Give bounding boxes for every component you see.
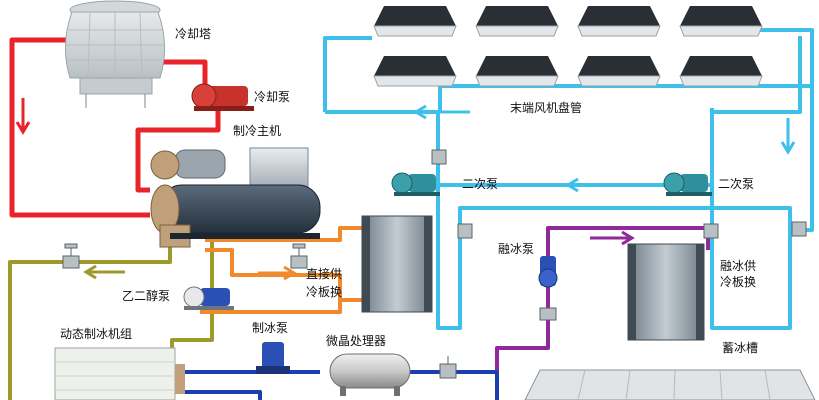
chiller-main-unit bbox=[150, 147, 321, 248]
ice-making-loop bbox=[180, 370, 499, 400]
flow-arrows bbox=[15, 98, 796, 281]
ice-making-unit bbox=[54, 347, 185, 400]
glycol-pump bbox=[183, 286, 234, 310]
flow-arrow-icon bbox=[15, 98, 31, 135]
label-secondary-pump-right: 二次泵 bbox=[718, 177, 754, 191]
label-terminal-fan-coil: 末端风机盘管 bbox=[510, 100, 582, 115]
gate-valve-icon bbox=[457, 223, 473, 239]
label-glycol-pump: 乙二醇泵 bbox=[122, 288, 170, 303]
ceiling-cassette-icon bbox=[679, 56, 763, 87]
ice-making-pump bbox=[256, 342, 290, 374]
ceiling-cassette-icon bbox=[475, 56, 559, 87]
cooling-tower bbox=[64, 0, 166, 108]
label-ice-storage-tank: 蓄冰槽 bbox=[722, 341, 758, 355]
ice-loop-pipe-b bbox=[410, 370, 499, 400]
label-melt-ice-pump: 融冰泵 bbox=[498, 242, 534, 256]
ceiling-cassette-icon bbox=[475, 6, 559, 37]
valves bbox=[62, 149, 807, 379]
direct-supply-pipe-b bbox=[200, 298, 362, 314]
gate-valve-icon bbox=[62, 243, 80, 269]
chilled-water-loop bbox=[323, 28, 814, 330]
gate-valve-icon bbox=[791, 221, 807, 237]
label-cooling-pump: 冷却泵 bbox=[254, 90, 290, 104]
gate-valve-icon bbox=[290, 243, 308, 269]
labels: 冷却塔 冷却泵 制冷主机 末端风机盘管 二次泵 二次泵 融冰泵 乙二醇泵 直接供… bbox=[60, 27, 758, 355]
label-direct-supply-plate-2: 冷板换 bbox=[306, 285, 342, 299]
ceiling-cassette-icon bbox=[373, 56, 457, 87]
cooling-pump bbox=[191, 83, 254, 111]
gate-valve-icon bbox=[431, 149, 447, 165]
ceiling-cassette-icon bbox=[577, 56, 661, 87]
ice-loop-pipe-c bbox=[180, 390, 262, 400]
flow-arrow-icon bbox=[83, 264, 125, 280]
chilled-loop-pipe-d bbox=[430, 36, 802, 187]
crystal-processor bbox=[329, 353, 411, 396]
label-direct-supply-plate-1: 直接供 bbox=[306, 266, 342, 281]
ceiling-cassette-icon bbox=[577, 6, 661, 37]
label-ice-making-pump: 制冰泵 bbox=[252, 321, 288, 335]
flow-arrow-icon bbox=[413, 104, 470, 120]
melt-supply-plate-exchanger bbox=[627, 243, 705, 341]
label-crystal-processor: 微晶处理器 bbox=[326, 334, 386, 348]
ceiling-cassette-icon bbox=[373, 6, 457, 37]
ice-storage-tank bbox=[524, 369, 816, 400]
secondary-pump-right bbox=[663, 172, 712, 196]
gate-valve-icon bbox=[539, 307, 557, 321]
flow-arrow-icon bbox=[565, 177, 615, 193]
label-melt-supply-plate-1: 融冰供 bbox=[720, 259, 756, 273]
melt-ice-pump bbox=[538, 256, 558, 288]
label-chiller-main: 制冷主机 bbox=[233, 124, 281, 138]
label-cooling-tower: 冷却塔 bbox=[175, 27, 211, 41]
secondary-pump-left bbox=[391, 172, 440, 196]
fan-coil-units bbox=[373, 6, 763, 87]
chilled-loop-pipe-a bbox=[323, 36, 372, 112]
cooling-water-loop bbox=[9, 37, 221, 218]
gate-valve-icon bbox=[703, 223, 719, 239]
flow-arrow-icon bbox=[590, 230, 635, 246]
flow-arrow-icon bbox=[780, 118, 796, 155]
direct-supply-pipe-c bbox=[205, 248, 342, 300]
direct-supply-plate-exchanger bbox=[361, 215, 433, 313]
flow-arrow-icon bbox=[258, 265, 297, 281]
cooling-loop-supply-pipe bbox=[135, 59, 221, 193]
label-secondary-pump-left: 二次泵 bbox=[462, 177, 498, 191]
label-ice-making-unit: 动态制冰机组 bbox=[60, 327, 132, 341]
ceiling-cassette-icon bbox=[679, 6, 763, 37]
direct-supply-pipe-a bbox=[205, 226, 362, 242]
direct-supply-loop bbox=[200, 226, 362, 314]
gate-valve-icon bbox=[439, 356, 457, 379]
cooling-loop-return-pipe bbox=[9, 37, 150, 218]
label-melt-supply-plate-2: 冷板换 bbox=[720, 275, 756, 289]
